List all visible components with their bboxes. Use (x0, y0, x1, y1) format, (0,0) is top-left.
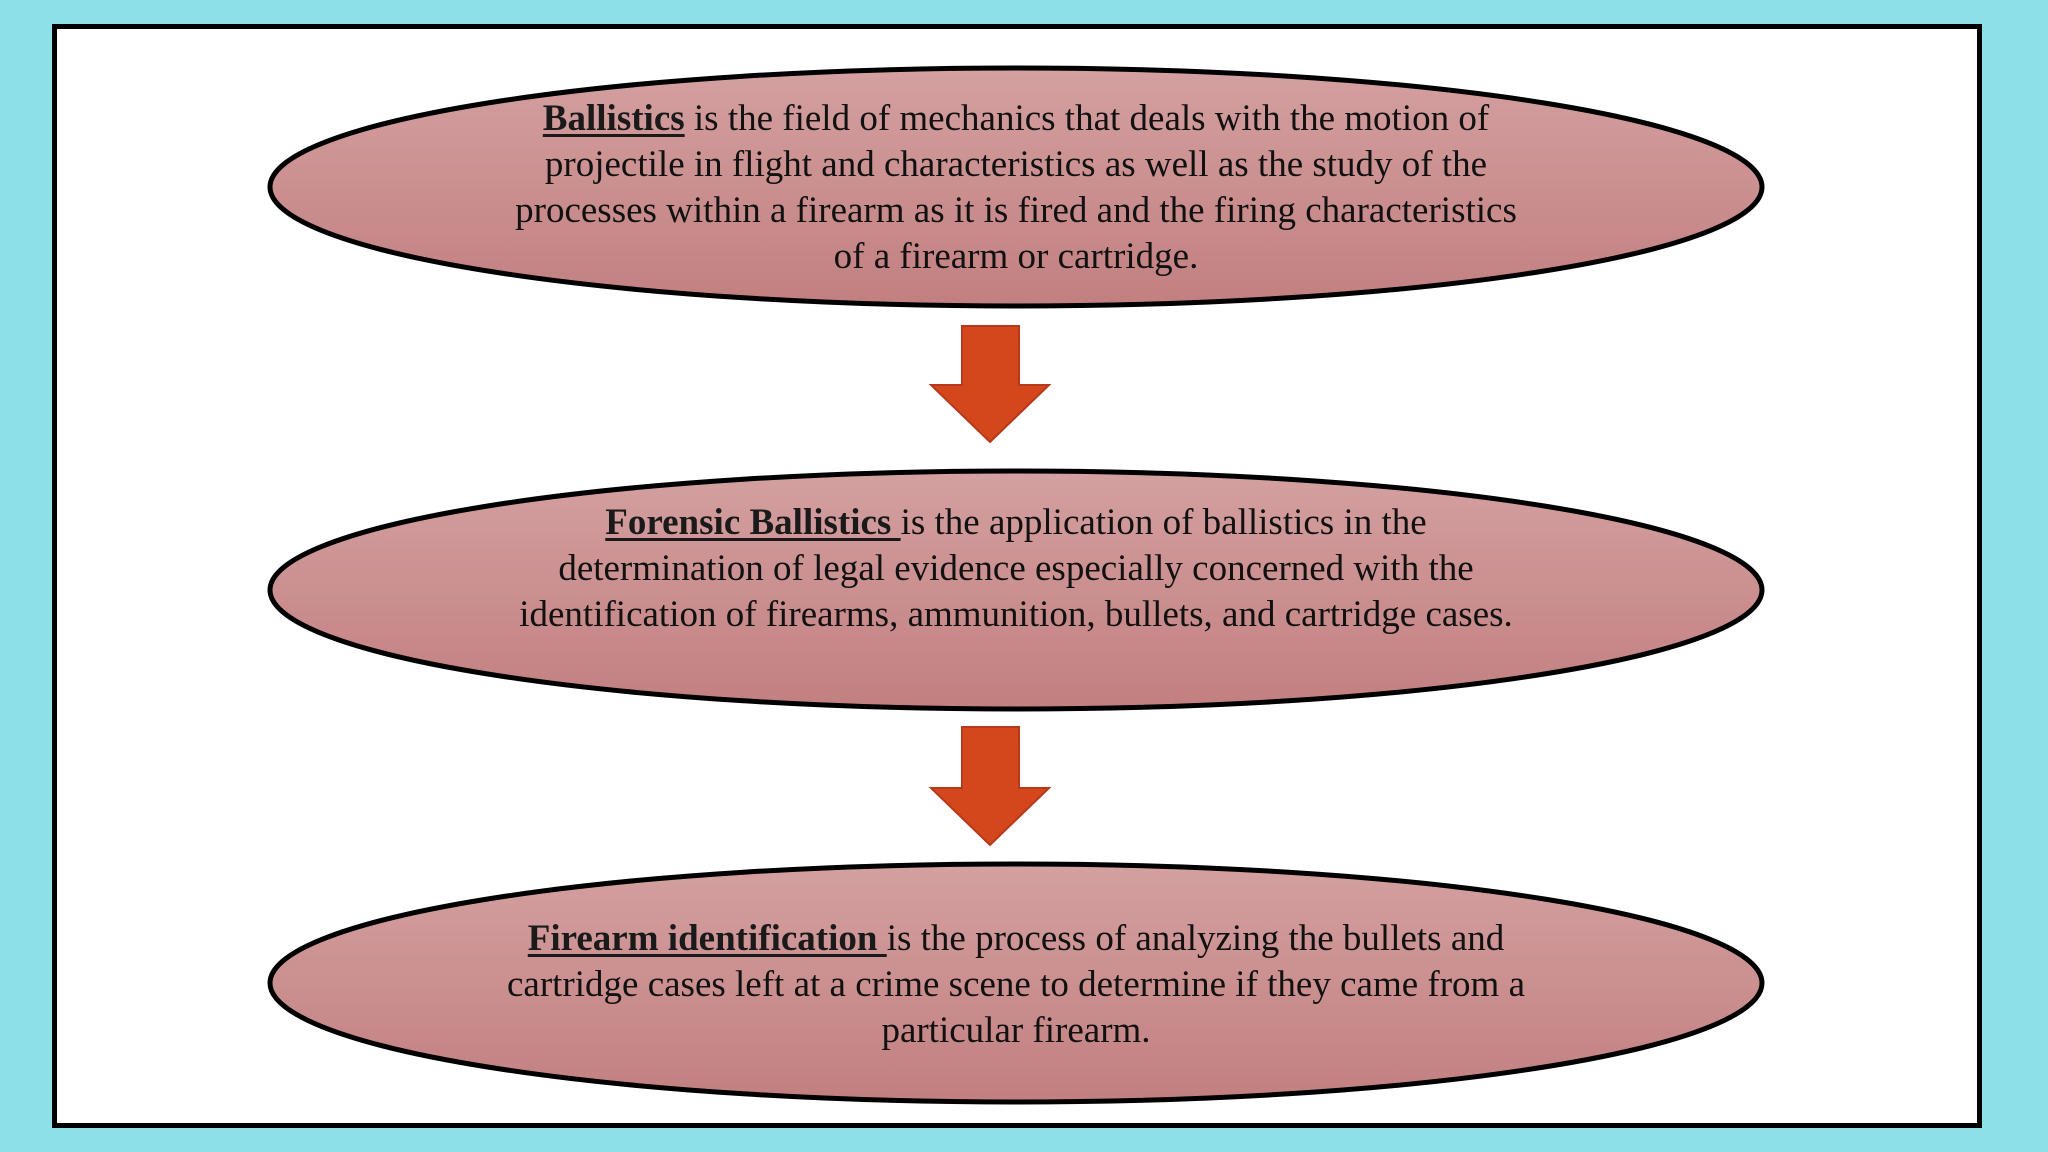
arrow-down-icon (928, 726, 1052, 847)
oval-ballistics (267, 65, 1765, 309)
node-forensic-ballistics-text: Forensic Ballistics is the application o… (500, 500, 1532, 638)
term-firearm-identification: Firearm identification (527, 918, 887, 959)
term-ballistics: Ballistics (542, 98, 685, 139)
definition-firearm-identification: is the process of analyzing the bullets … (506, 918, 1525, 1051)
node-firearm-identification-text: Firearm identification is the process of… (490, 916, 1542, 1054)
arrow-down-icon (928, 325, 1052, 444)
oval-forensic-ballistics (267, 468, 1765, 712)
definition-ballistics: is the field of mechanics that deals wit… (515, 98, 1517, 277)
oval-firearm-identification (267, 861, 1765, 1105)
node-ballistics-text: Ballistics is the field of mechanics tha… (500, 96, 1532, 280)
term-forensic-ballistics: Forensic Ballistics (605, 502, 901, 543)
definition-forensic-ballistics: is the application of ballistics in the … (519, 502, 1513, 635)
